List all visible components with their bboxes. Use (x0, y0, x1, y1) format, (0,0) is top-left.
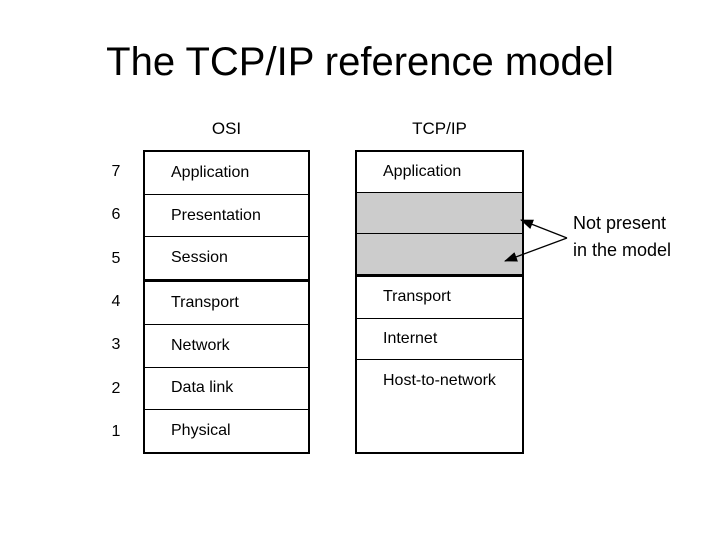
osi-layer-number-4: 4 (111, 293, 121, 310)
osi-layer-physical: Physical (145, 410, 308, 452)
layer-label: Transport (383, 288, 451, 306)
tcpip-layer-application: Application (357, 152, 522, 194)
osi-layer-number-2: 2 (111, 380, 121, 397)
layer-label: Network (171, 336, 230, 354)
osi-layer-data-link: Data link (145, 368, 308, 411)
tcpip-layer-internet: Internet (357, 319, 522, 360)
not-present-annotation: Not present in the model (573, 210, 671, 264)
tcpip-stack: Application Transport Internet Host-to-n… (355, 150, 524, 454)
osi-layer-transport: Transport (145, 282, 308, 325)
osi-layer-number-3: 3 (111, 336, 121, 353)
osi-layer-network: Network (145, 325, 308, 368)
annotation-line-1: Not present (573, 213, 667, 233)
osi-stack: Application Presentation Session Transpo… (143, 150, 310, 454)
layer-label: Physical (171, 422, 231, 440)
layer-label: Internet (383, 329, 438, 347)
layer-label: Application (171, 163, 250, 181)
osi-layer-presentation: Presentation (145, 195, 308, 238)
layer-label: Host-to-network (383, 371, 496, 389)
osi-layer-number-5: 5 (111, 250, 121, 267)
osi-layer-number-6: 6 (111, 206, 121, 223)
tcpip-missing-layer-presentation (357, 193, 522, 235)
tcpip-layer-host-to-network: Host-to-network (357, 360, 522, 452)
osi-layer-number-1: 1 (111, 423, 121, 440)
tcpip-missing-layer-session (357, 234, 522, 278)
osi-layer-session: Session (145, 237, 308, 283)
arrow-to-upper-shaded-layer (520, 219, 568, 239)
layer-label: Data link (171, 379, 234, 397)
layer-label: Session (171, 249, 228, 267)
slide-title: The TCP/IP reference model (106, 40, 614, 84)
layer-label: Presentation (171, 206, 261, 224)
layer-label: Transport (171, 294, 239, 312)
osi-layer-application: Application (145, 152, 308, 195)
layer-label: Application (383, 163, 462, 181)
tcpip-column-header: TCP/IP (412, 119, 467, 138)
osi-column-header: OSI (211, 119, 242, 138)
tcpip-layer-transport: Transport (357, 277, 522, 319)
annotation-line-2: in the model (573, 240, 672, 260)
osi-layer-number-7: 7 (111, 163, 121, 180)
